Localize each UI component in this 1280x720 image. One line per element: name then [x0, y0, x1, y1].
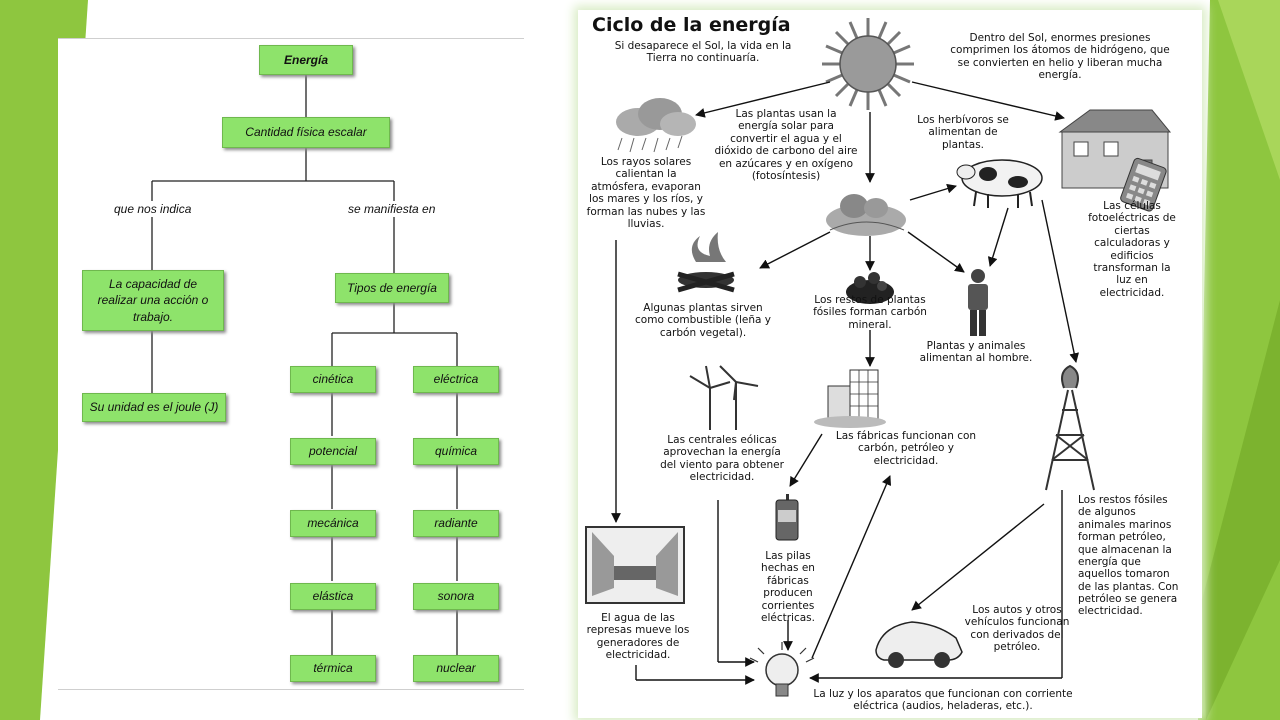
- wind-turbines-icon: [689, 365, 759, 430]
- node-type-sonora: sonora: [413, 583, 499, 610]
- node-type-cinetica: cinética: [290, 366, 376, 393]
- cow-icon: [956, 159, 1043, 208]
- node-type-elastica: elástica: [290, 583, 376, 610]
- node-type-potencial: potencial: [290, 438, 376, 465]
- energy-cycle-illustration: [585, 18, 1172, 697]
- cells-text: Las células fotoeléctricas de ciertas ca…: [1088, 200, 1176, 299]
- factory-icon: [814, 369, 886, 428]
- battery-icon: [775, 494, 799, 541]
- car-icon: [875, 621, 963, 668]
- node-type-mecanica: mecánica: [290, 510, 376, 537]
- house-icon: [1058, 109, 1172, 189]
- campfire-icon: [677, 232, 735, 293]
- link-label-se-manifiesta-en: se manifiesta en: [348, 202, 436, 216]
- node-type-radiante: radiante: [413, 510, 499, 537]
- cycle-title: Ciclo de la energía: [592, 14, 791, 36]
- node-type-quimica: química: [413, 438, 499, 465]
- plants-text: Las plantas usan la energía solar para c…: [714, 108, 858, 182]
- node-capacidad-trabajo: La capacidad de realizar una acción o tr…: [82, 270, 224, 331]
- cycle-arrows: [611, 81, 1079, 685]
- coal-pile-icon: [846, 272, 894, 304]
- sun-icon: [822, 18, 914, 110]
- concept-map-panel: Energía Cantidad física escalar que nos …: [58, 38, 524, 690]
- rain-cloud-icon: [616, 98, 696, 153]
- sun-text: Dentro del Sol, enormes presiones compri…: [950, 32, 1170, 82]
- node-type-termica: térmica: [290, 655, 376, 682]
- factories-text: Las fábricas funcionan con carbón, petró…: [835, 430, 977, 467]
- node-type-nuclear: nuclear: [413, 655, 499, 682]
- cars-text: Los autos y otros vehículos funcionan co…: [964, 604, 1070, 654]
- herbivores-text: Los herbívoros se alimentan de plantas.: [917, 114, 1009, 151]
- dams-text: El agua de las represas mueve los genera…: [586, 612, 690, 662]
- calculator-icon: [1120, 157, 1167, 212]
- right-light-shape: [1218, 0, 1280, 180]
- humans-text: Plantas y animales alimentan al hombre.: [919, 340, 1033, 365]
- node-cantidad-fisica-escalar: Cantidad física escalar: [222, 117, 390, 148]
- plants-icon: [826, 194, 906, 236]
- light-text: La luz y los aparatos que funcionan con …: [813, 688, 1073, 713]
- light-bulb-icon: [749, 642, 815, 697]
- fossil-plants-text: Los restos de plantas fósiles forman car…: [813, 294, 927, 331]
- fossil-animals-text: Los restos fósiles de algunos animales m…: [1078, 494, 1179, 618]
- link-label-que-nos-indica: que nos indica: [114, 202, 192, 216]
- fuel-text: Algunas plantas sirven como combustible …: [635, 302, 771, 339]
- dam-icon: [585, 526, 685, 604]
- energy-cycle-panel: Ciclo de la energía Si desaparece el Sol…: [578, 10, 1202, 718]
- node-tipos-de-energia: Tipos de energía: [335, 273, 449, 303]
- oil-rig-icon: [1045, 364, 1095, 491]
- batteries-text: Las pilas hechas en fábricas producen co…: [761, 550, 815, 624]
- node-type-electrica: eléctrica: [413, 366, 499, 393]
- intro-text: Si desaparece el Sol, la vida en la Tier…: [614, 40, 792, 65]
- rays-text: Los rayos solares calientan la atmósfera…: [586, 156, 706, 230]
- wind-text: Las centrales eólicas aprovechan la ener…: [660, 434, 784, 484]
- right-dark-shape: [1202, 300, 1280, 720]
- concept-map-connectors: [151, 75, 458, 655]
- node-unidad-joule: Su unidad es el joule (J): [82, 393, 226, 422]
- person-icon: [968, 269, 988, 336]
- node-energia: Energía: [259, 45, 353, 75]
